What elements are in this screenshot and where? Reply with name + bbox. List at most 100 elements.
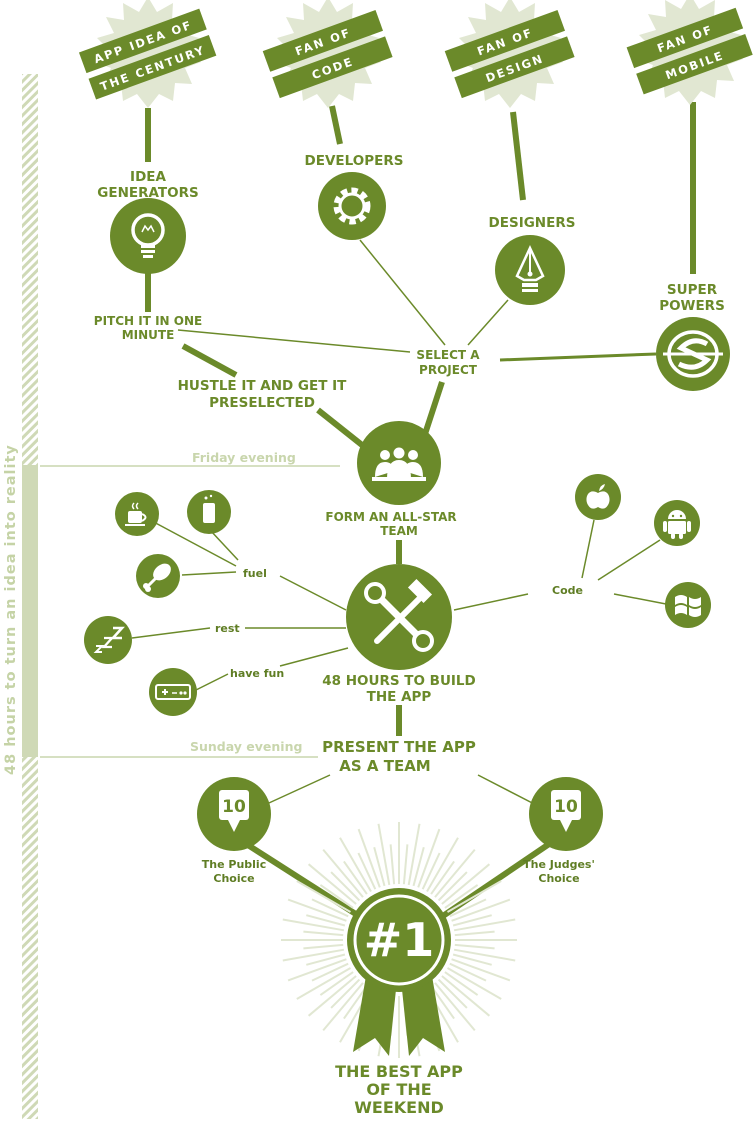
connector (279, 575, 347, 611)
best-app-label-3: WEEKEND (354, 1098, 444, 1117)
apple-node (575, 474, 621, 520)
banner-fan-of-mobile: FAN OF MOBILE (626, 0, 753, 105)
superpower-icon (663, 330, 723, 378)
starburst-ray (434, 848, 476, 898)
connector (453, 593, 529, 611)
sleep-node (84, 616, 132, 664)
best-badge-text: #1 (364, 913, 435, 967)
connector (177, 329, 411, 353)
code-label: Code (552, 584, 583, 597)
super-powers-node (656, 317, 730, 391)
developers-node (318, 172, 386, 240)
friday-label: Friday evening (192, 450, 296, 465)
best-badge-ring (353, 894, 445, 986)
starburst-ray (319, 884, 354, 909)
starburst-ray (453, 948, 516, 962)
present-label-2: AS A TEAM (339, 757, 430, 775)
idea-generators-label-1: IDEA (130, 169, 166, 185)
starburst-ray (357, 852, 377, 890)
starburst-ray (430, 860, 455, 895)
starburst-ray (421, 852, 441, 890)
starburst-ray (454, 930, 495, 937)
super-powers-label-1: SUPER (667, 282, 718, 298)
coffee-node (115, 492, 159, 536)
connector (181, 571, 237, 576)
judges-choice-score: 10 (554, 797, 578, 817)
starburst-ray (389, 844, 396, 885)
best-app-award: #1 (281, 822, 517, 1058)
starburst-rays (281, 822, 517, 1058)
tools-icon (364, 578, 434, 652)
starburst-ray (311, 898, 349, 918)
starburst-ray (447, 967, 502, 1000)
windows-icon (675, 595, 701, 617)
starburst-ray (434, 982, 476, 1032)
can-icon (203, 494, 215, 523)
connector (149, 519, 237, 567)
starburst-ray (306, 953, 346, 966)
side-timeline: 48 hours to turn an idea into reality (3, 74, 38, 1119)
starburst-ray (426, 837, 459, 892)
rest-label: rest (215, 622, 240, 635)
starburst-ray (307, 975, 357, 1017)
connector (581, 519, 595, 579)
have-fun-label: have fun (230, 667, 284, 680)
starburst-ray (441, 975, 491, 1017)
gamepad-node (149, 668, 197, 716)
connector (422, 381, 445, 435)
banner-fan-of-design: FAN OF DESIGN (444, 0, 575, 108)
weekend-period-bar (22, 465, 38, 757)
team-label-2: TEAM (380, 524, 418, 538)
developers-label: DEVELOPERS (305, 153, 404, 169)
team-label-1: FORM AN ALL-STAR (325, 510, 456, 524)
select-project-label-2: PROJECT (419, 363, 478, 377)
banner-fan-of-code: FAN OF CODE (262, 0, 393, 108)
public-choice-score: 10 (222, 797, 246, 817)
starburst-ray (453, 918, 516, 932)
gamepad-icon (155, 684, 191, 700)
hustle-label-1: HUSTLE IT AND GET IT (178, 378, 348, 394)
best-app-label-2: OF THE (366, 1080, 431, 1099)
starburst-ray (311, 962, 349, 982)
starburst-ray (319, 971, 354, 996)
best-badge-outer (347, 888, 451, 992)
connector (209, 529, 239, 561)
sunday-label: Sunday evening (190, 739, 302, 754)
connector (613, 593, 667, 605)
starburst-ray (306, 914, 346, 927)
fuel-label: fuel (243, 567, 267, 580)
starburst-ray (449, 962, 487, 982)
public-choice-node: 10 (197, 777, 271, 851)
starburst-ray (447, 880, 502, 913)
present-label-1: PRESENT THE APP (322, 738, 476, 756)
connector (238, 837, 364, 921)
designers-label: DESIGNERS (489, 215, 576, 231)
starburst-ray (343, 985, 368, 1020)
drumstick-icon (143, 563, 171, 592)
starburst-ray (322, 982, 364, 1032)
idea-generators-label-2: GENERATORS (97, 185, 198, 201)
starburst-ray (437, 871, 468, 902)
award-pin-icon: 10 (551, 790, 581, 832)
starburst-ray (330, 978, 361, 1009)
starburst-ray (339, 837, 372, 892)
connector (597, 539, 661, 581)
ribbon-icon (353, 970, 445, 1056)
starburst-ray (417, 828, 441, 888)
pen-nib-icon (515, 245, 545, 292)
hustle-label-2: PRESELECTED (209, 395, 315, 411)
public-choice-label-1: The Public (202, 858, 266, 871)
can-node (187, 490, 231, 534)
connector (316, 407, 364, 448)
android-node (654, 500, 700, 546)
connector (257, 774, 331, 809)
banner-app-idea: APP IDEA OF THE CENTURY (78, 0, 217, 108)
connector (181, 343, 238, 378)
starburst-ray (451, 898, 511, 922)
windows-node (665, 582, 711, 628)
timeline-markers: Friday evening Sunday evening (40, 450, 340, 758)
build-node (346, 564, 452, 670)
judges-choice-label-2: Choice (538, 872, 579, 885)
starburst-ray (296, 967, 351, 1000)
pitch-label-1: PITCH IT IN ONE (94, 314, 202, 328)
